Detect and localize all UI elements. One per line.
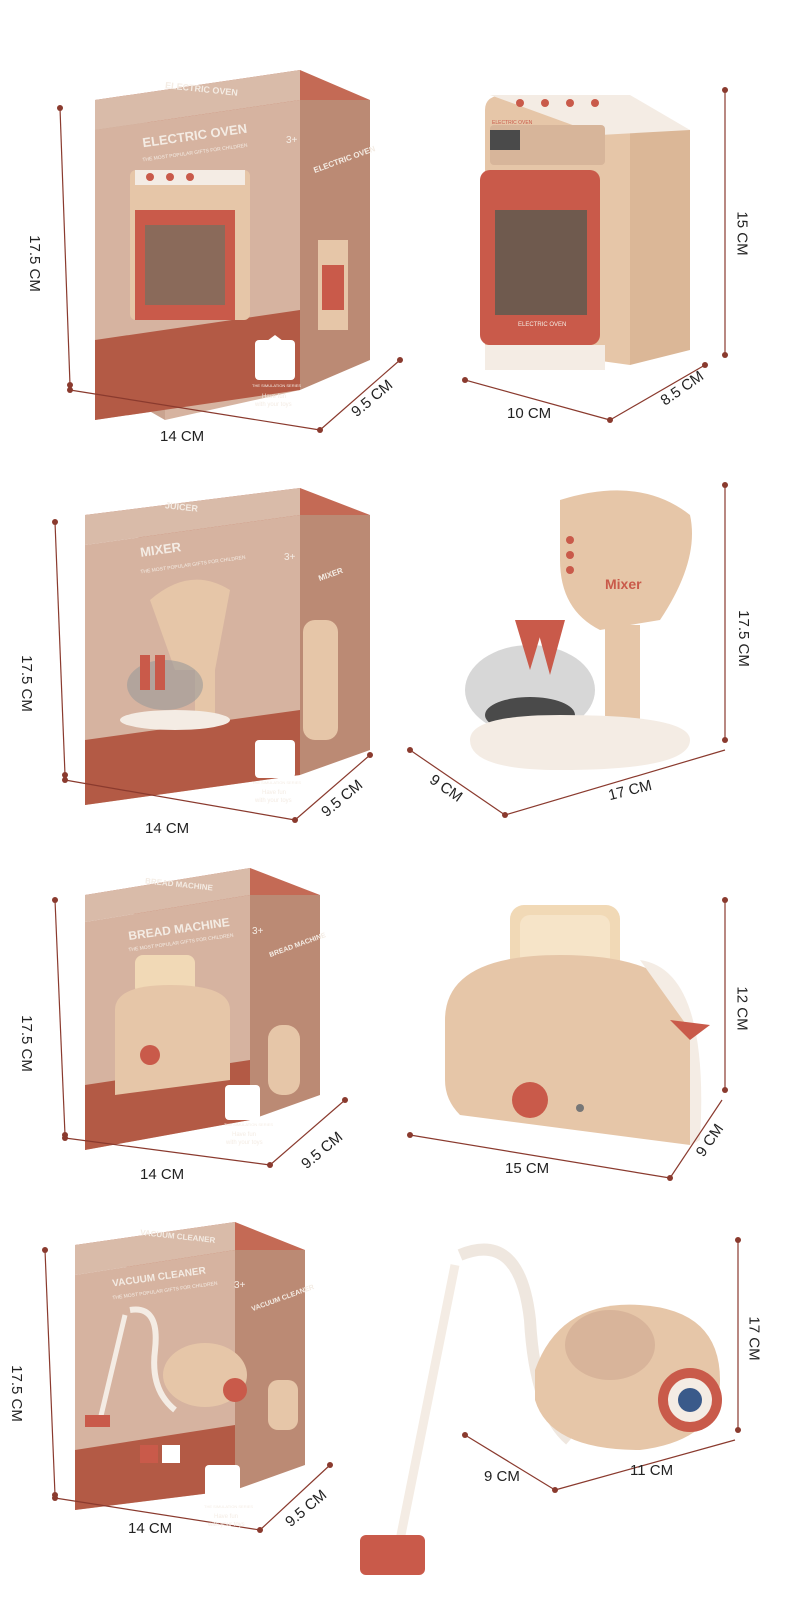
toy-height-label: 15 CM <box>733 211 751 256</box>
toy-height-label: 12 CM <box>733 986 751 1031</box>
product-row-oven: ELECTRIC OVEN THE MOST POPULAR GIFTS FOR… <box>0 0 800 450</box>
box-height-label: 17.5 CM <box>17 655 35 712</box>
slogan-2: with your toys <box>208 1522 245 1528</box>
toy-width-label: 10 CM <box>507 405 552 422</box>
vacuum-toy <box>360 1243 722 1575</box>
toaster-row-graphics <box>52 868 728 1181</box>
mixer-box <box>85 488 370 805</box>
box-width-label: 14 CM <box>140 1166 185 1183</box>
toy-width-label: 15 CM <box>505 1160 550 1177</box>
age-badge: 3+ <box>286 135 298 146</box>
product-row-mixer: MIXER THE MOST POPULAR GIFTS FOR CHILDRE… <box>0 470 800 850</box>
slogan-1: Have fun <box>214 1514 239 1520</box>
toy-depth-label: 9 CM <box>484 1468 520 1485</box>
age-badge: 3+ <box>252 926 264 937</box>
slogan-2: with your toys <box>255 402 292 408</box>
toaster-toy <box>445 905 710 1145</box>
box-height-label: 17.5 CM <box>7 1365 25 1422</box>
product-row-vacuum: VACUUM CLEANER THE MOST POPULAR GIFTS FO… <box>0 1210 800 1621</box>
toy-label: ELECTRIC OVEN <box>518 322 567 328</box>
mixer-row-graphics <box>52 482 728 823</box>
oven-box <box>95 70 370 420</box>
slogan-2: with your toys <box>226 1140 263 1146</box>
series-label: THE SIMULATION SERIES <box>252 383 302 388</box>
toy-width-label: 11 CM <box>630 1462 674 1479</box>
slogan-1: Have fun <box>232 1132 257 1138</box>
box-width-label: 14 CM <box>128 1520 173 1537</box>
slogan-1: Have fun <box>262 790 287 796</box>
oven-row-graphics <box>57 70 728 433</box>
series-label: THE SIMULATION SERIES <box>224 1122 274 1127</box>
series-label: THE SIMULATION SERIES <box>204 1504 254 1509</box>
toy-panel-label: ELECTRIC OVEN <box>492 120 533 126</box>
series-label: THE SIMULATION SERIES <box>252 780 302 785</box>
toy-height-label: 17.5 CM <box>734 610 752 667</box>
toy-label: Mixer <box>605 576 642 592</box>
slogan-1: Have fun <box>262 394 287 400</box>
oven-toy <box>480 95 690 370</box>
slogan-2: with your toys <box>255 798 292 804</box>
toaster-box <box>85 868 320 1150</box>
mixer-toy <box>465 490 692 770</box>
vacuum-box <box>75 1222 305 1510</box>
toy-height-label: 17 CM <box>745 1316 763 1361</box>
box-width-label: 14 CM <box>145 820 190 837</box>
box-height-label: 17.5 CM <box>25 235 43 292</box>
box-height-label: 17.5 CM <box>17 1015 35 1072</box>
age-badge: 3+ <box>284 552 296 563</box>
age-badge: 3+ <box>234 1280 246 1291</box>
product-row-bread-machine: BREAD MACHINE THE MOST POPULAR GIFTS FOR… <box>0 860 800 1200</box>
vacuum-row-graphics <box>42 1222 741 1575</box>
box-width-label: 14 CM <box>160 428 205 445</box>
